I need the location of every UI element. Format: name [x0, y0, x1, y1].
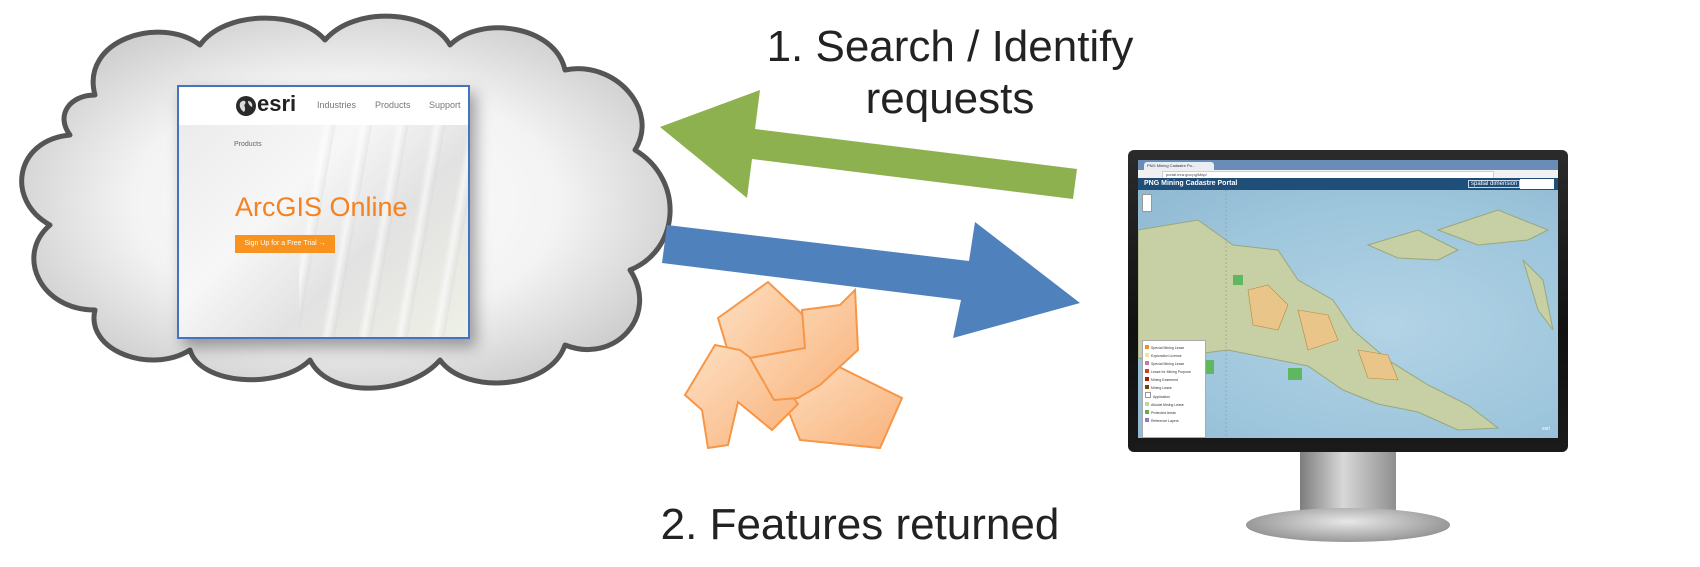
request-label-line1: 1. Search / Identify	[766, 22, 1134, 71]
request-label-line2: requests	[865, 74, 1035, 123]
legend-item: Exploration Licence	[1145, 352, 1203, 360]
browser-tab-title: PNG Mining Cadastre Po...	[1147, 163, 1196, 168]
legend-item: Reference Layers	[1145, 417, 1203, 425]
arcgis-screenshot: esri Industries Products Support Product…	[177, 85, 470, 339]
zoom-control[interactable]	[1142, 194, 1152, 212]
monitor-screen: PNG Mining Cadastre Po... portal.mra.gov…	[1138, 160, 1558, 438]
breadcrumb[interactable]: Products	[234, 141, 262, 148]
legend-item: Special Mining Lease	[1145, 344, 1203, 352]
legend-item: Mining Easement	[1145, 376, 1203, 384]
legend-item: Protected Areas	[1145, 409, 1203, 417]
map-legend[interactable]: Special Mining Lease Exploration Licence…	[1142, 340, 1206, 438]
response-arrow	[662, 222, 1080, 338]
legend-item: Mining Lease	[1145, 384, 1203, 392]
request-arrow	[660, 90, 1077, 199]
legend-item: Application	[1145, 392, 1203, 401]
legend-item: Lease for Mining Purpose	[1145, 368, 1203, 376]
nav-support[interactable]: Support	[429, 100, 461, 110]
partner-badge	[1520, 179, 1554, 189]
nav-industries[interactable]: Industries	[317, 100, 357, 110]
features-icon	[683, 280, 904, 450]
arrows	[660, 90, 1080, 338]
address-bar-url: portal.mra.gov.pg/Map/	[1166, 172, 1207, 177]
free-trial-button[interactable]: Sign Up for a Free Trial →	[235, 235, 335, 253]
legend-item: Alluvial Mining Lease	[1145, 401, 1203, 409]
browser-tab[interactable]: PNG Mining Cadastre Po...	[1144, 162, 1214, 170]
esri-logo: esri	[257, 91, 297, 116]
monitor-icon: PNG Mining Cadastre Po... portal.mra.gov…	[1128, 150, 1568, 550]
map-view[interactable]: Special Mining Lease Exploration Licence…	[1138, 190, 1558, 438]
png-landmass	[1138, 190, 1554, 438]
response-label: 2. Features returned	[660, 500, 1060, 549]
portal-header: PNG Mining Cadastre Portal spatial dimen…	[1138, 178, 1558, 190]
legend-item: Special Mining Lease	[1145, 360, 1203, 368]
map-credit: esri	[1542, 426, 1551, 432]
free-trial-label: Sign Up for a Free Trial →	[244, 240, 326, 247]
product-title: ArcGIS Online	[235, 192, 408, 222]
portal-title: PNG Mining Cadastre Portal	[1144, 180, 1238, 187]
monitor-base	[1246, 508, 1450, 542]
globe-icon	[236, 96, 256, 116]
nav-products[interactable]: Products	[375, 100, 411, 110]
hero-stripes	[299, 125, 468, 337]
partner-logo: spatial dimension	[1468, 180, 1521, 188]
legend-list: Special Mining Lease Exploration Licence…	[1143, 341, 1205, 428]
